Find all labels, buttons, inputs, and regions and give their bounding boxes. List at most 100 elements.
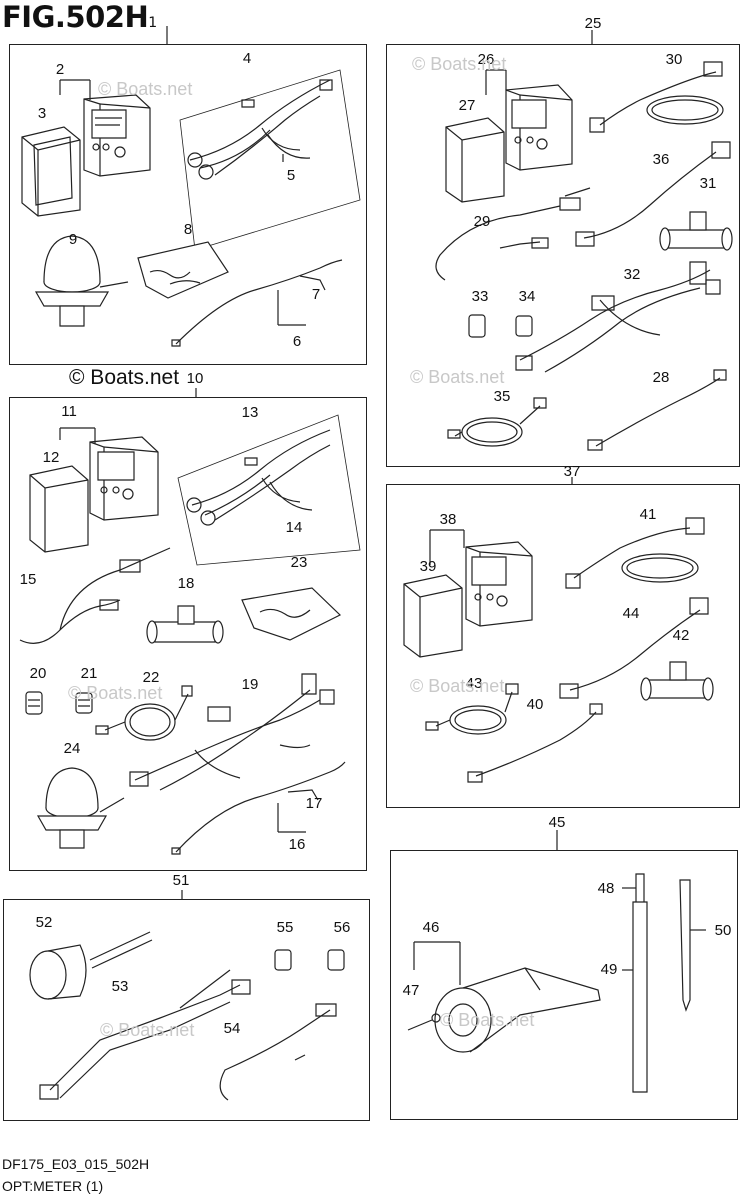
sensor-24 bbox=[38, 768, 124, 848]
callout-21: 21 bbox=[80, 665, 98, 682]
watermark-1: © Boats.net bbox=[98, 79, 193, 99]
callout-7: 7 bbox=[311, 286, 321, 303]
callout-35: 35 bbox=[493, 388, 511, 405]
tie-50 bbox=[680, 880, 690, 1010]
cable-22 bbox=[96, 686, 192, 740]
callout-33: 33 bbox=[471, 288, 489, 305]
callout-28: 28 bbox=[652, 369, 670, 386]
group-leaders bbox=[167, 26, 592, 899]
callout-30: 30 bbox=[665, 51, 683, 68]
callout-22: 22 bbox=[142, 669, 160, 686]
callout-32: 32 bbox=[623, 266, 641, 283]
cable-54 bbox=[220, 1004, 336, 1100]
callout-50: 50 bbox=[714, 922, 732, 939]
callout-26: 26 bbox=[477, 51, 495, 68]
callout-48: 48 bbox=[597, 880, 615, 897]
callout-18: 18 bbox=[177, 575, 195, 592]
callout-14: 14 bbox=[285, 519, 303, 536]
harness-32 bbox=[516, 262, 720, 372]
footer-caption: OPT:METER (1) bbox=[2, 1178, 104, 1194]
figure-title-text: FIG.502H bbox=[2, 0, 149, 34]
callout-53: 53 bbox=[111, 978, 129, 995]
callout-52: 52 bbox=[35, 914, 53, 931]
callout-55: 55 bbox=[276, 919, 294, 936]
callout-29: 29 bbox=[473, 213, 491, 230]
cable-43 bbox=[426, 684, 518, 734]
sensor-9 bbox=[36, 236, 128, 326]
callout-9: 9 bbox=[68, 231, 78, 248]
cable-41 bbox=[566, 518, 704, 588]
callout-31: 31 bbox=[699, 175, 717, 192]
harness-19 bbox=[130, 674, 334, 790]
figure-title: FIG.502H1 bbox=[2, 0, 157, 40]
cable-28 bbox=[588, 370, 726, 450]
cap-21 bbox=[76, 693, 92, 713]
sleeve-49 bbox=[633, 902, 647, 1092]
group-box-51 bbox=[3, 899, 370, 1121]
t-connector-18 bbox=[147, 606, 223, 643]
watermark-2: © Boats.net bbox=[412, 54, 507, 74]
callout-11: 11 bbox=[61, 403, 77, 420]
cap-34 bbox=[516, 316, 532, 336]
cap-55 bbox=[275, 950, 291, 970]
callout-56: 56 bbox=[333, 919, 351, 936]
cable-15 bbox=[20, 548, 170, 643]
callout-46: 46 bbox=[422, 919, 440, 936]
callout-4: 4 bbox=[242, 50, 252, 67]
callout-36: 36 bbox=[652, 151, 670, 168]
callout-49: 49 bbox=[600, 961, 618, 978]
callout-44: 44 bbox=[622, 605, 640, 622]
cable-16 bbox=[172, 762, 345, 854]
callout-39: 39 bbox=[419, 558, 437, 575]
cable-36 bbox=[576, 142, 730, 246]
wire-harness-4 bbox=[180, 70, 360, 250]
callout-15: 15 bbox=[19, 571, 37, 588]
footer: DF175_E03_015_502H OPT:METER (1) bbox=[2, 1153, 149, 1197]
cable-35 bbox=[448, 398, 546, 446]
callout-23: 23 bbox=[290, 554, 308, 571]
callout-37: 37 bbox=[563, 463, 581, 480]
meter-display-26 bbox=[506, 85, 572, 170]
callout-42: 42 bbox=[672, 627, 690, 644]
cable-40 bbox=[468, 704, 602, 782]
callout-17: 17 bbox=[305, 795, 323, 812]
callout-40: 40 bbox=[526, 696, 544, 713]
callout-5: 5 bbox=[286, 167, 296, 184]
cap-56 bbox=[328, 950, 344, 970]
callout-3: 3 bbox=[37, 105, 47, 122]
callout-45: 45 bbox=[548, 814, 566, 831]
screw-47 bbox=[408, 1014, 440, 1030]
gauge-52 bbox=[30, 932, 152, 999]
watermark-3: © Boats.net bbox=[410, 367, 505, 387]
callout-27: 27 bbox=[458, 97, 476, 114]
callout-41: 41 bbox=[639, 506, 657, 523]
callout-24: 24 bbox=[63, 740, 81, 757]
callout-12: 12 bbox=[42, 449, 60, 466]
callout-25: 25 bbox=[584, 15, 602, 32]
cable-29 bbox=[436, 188, 590, 280]
callout-8: 8 bbox=[183, 221, 193, 238]
meter-display-38 bbox=[466, 542, 532, 626]
cap-20 bbox=[26, 692, 42, 714]
watermark-6: © Boats.net bbox=[440, 1010, 535, 1030]
bag-23 bbox=[242, 588, 340, 640]
meter-cover-39 bbox=[404, 575, 462, 657]
callout-34: 34 bbox=[518, 288, 536, 305]
callout-38: 38 bbox=[439, 511, 457, 528]
callout-10: 10 bbox=[186, 370, 204, 387]
t-connector-42 bbox=[641, 662, 713, 700]
callout-54: 54 bbox=[223, 1020, 241, 1037]
callout-20: 20 bbox=[29, 665, 47, 682]
t-connector-31 bbox=[660, 212, 732, 250]
meter-cover-27 bbox=[446, 118, 504, 202]
callout-47: 47 bbox=[402, 982, 420, 999]
cap-33 bbox=[469, 315, 485, 337]
meter-display-11 bbox=[90, 437, 158, 520]
cable-30 bbox=[590, 62, 723, 132]
callout-13: 13 bbox=[241, 404, 259, 421]
harness-53 bbox=[40, 970, 250, 1099]
callout-6: 6 bbox=[292, 333, 302, 350]
meter-display-2 bbox=[84, 95, 150, 176]
callout-16: 16 bbox=[288, 836, 306, 853]
